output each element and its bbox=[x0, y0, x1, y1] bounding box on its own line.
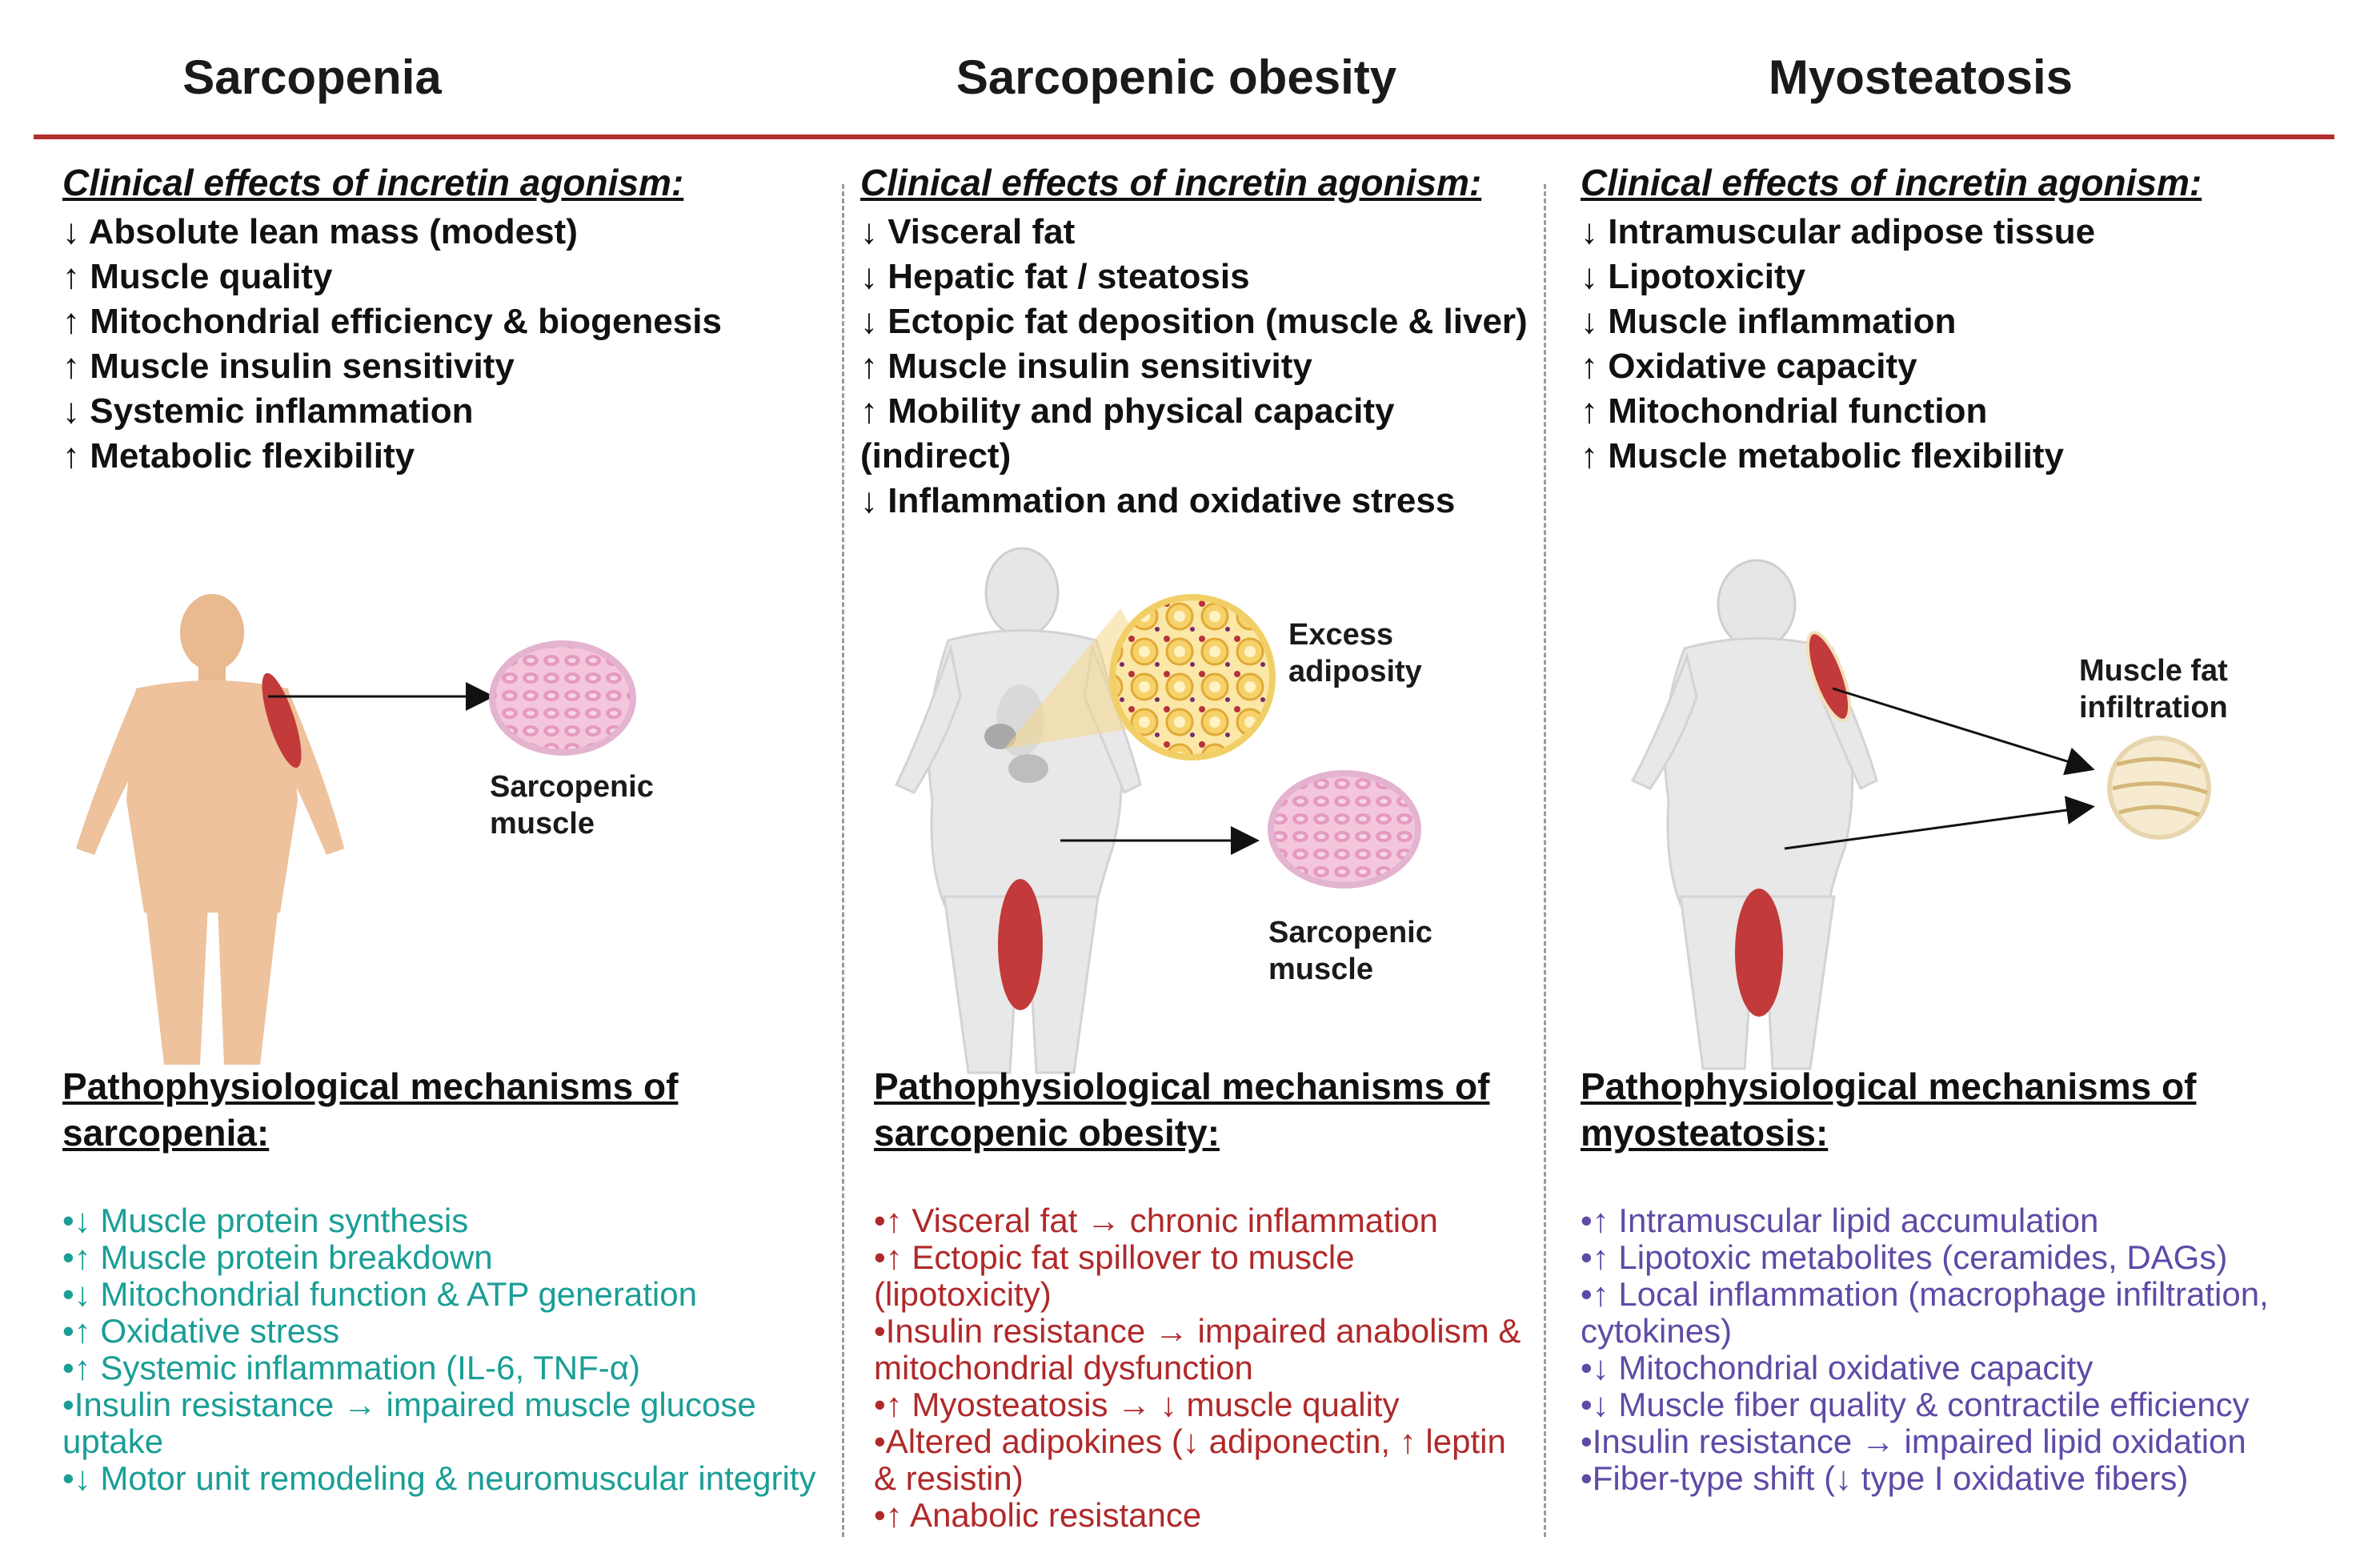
title-sarcopenia: Sarcopenia bbox=[182, 50, 442, 104]
effect-item: ↓ Lipotoxicity bbox=[1581, 257, 1806, 296]
effect-item: ↑ Mitochondrial efficiency & biogenesis bbox=[62, 302, 722, 341]
obese-female-body-figure bbox=[1630, 559, 1878, 1070]
sarcopenic-muscle-icon bbox=[489, 640, 636, 756]
effect-item: ↑ Muscle insulin sensitivity bbox=[62, 347, 515, 386]
effect-item: ↓ Systemic inflammation bbox=[62, 391, 474, 431]
sarcopenic-obesity-effects: Clinical effects of incretin agonism: ↓ … bbox=[860, 160, 1549, 524]
effect-item: ↑ Metabolic flexibility bbox=[62, 436, 415, 476]
mechanism-item: •Altered adipokines (↓ adiponectin, ↑ le… bbox=[874, 1423, 1506, 1497]
myosteatosis-mechanisms: Pathophysiological mechanisms of myostea… bbox=[1581, 1063, 2369, 1497]
effects-heading: Clinical effects of incretin agonism: bbox=[62, 162, 684, 203]
header-rule bbox=[34, 134, 2334, 139]
mechanism-item: •↓ Mitochondrial function & ATP generati… bbox=[62, 1275, 697, 1313]
mechanisms-heading: Pathophysiological mechanisms of myostea… bbox=[1581, 1065, 2197, 1154]
effect-item: ↑ Muscle metabolic flexibility bbox=[1581, 436, 2064, 476]
mechanisms-heading: Pathophysiological mechanisms of sarcope… bbox=[62, 1065, 679, 1154]
title-myosteatosis: Myosteatosis bbox=[1768, 50, 2073, 104]
mechanism-item: •↑ Oxidative stress bbox=[62, 1312, 340, 1350]
column-divider bbox=[842, 184, 844, 1537]
myosteatosis-effects: Clinical effects of incretin agonism: ↓ … bbox=[1581, 160, 2365, 479]
obese-body-figure bbox=[894, 547, 1142, 1074]
excess-adiposity-label: Excess adiposity bbox=[1288, 618, 1422, 688]
arrow-icon bbox=[1784, 796, 2095, 850]
mechanisms-heading: Pathophysiological mechanisms of sarcope… bbox=[874, 1065, 1490, 1154]
mechanism-item: •↑ Muscle protein breakdown bbox=[62, 1238, 493, 1276]
mechanism-item: •↑ Visceral fat → chronic inflammation bbox=[874, 1202, 1438, 1239]
fat-infiltrated-muscle-icon bbox=[2107, 736, 2211, 840]
sarcopenic-muscle-icon bbox=[1268, 770, 1421, 889]
mechanism-item: •Insulin resistance → impaired anabolism… bbox=[874, 1312, 1521, 1386]
effects-heading: Clinical effects of incretin agonism: bbox=[1581, 162, 2202, 203]
sarcopenic-muscle-label: Sarcopenic muscle bbox=[490, 770, 654, 841]
mechanism-item: •Fiber-type shift (↓ type I oxidative fi… bbox=[1581, 1459, 2189, 1497]
muscle-fat-infiltration-label: Muscle fat infiltration bbox=[2079, 654, 2228, 724]
lean-body-figure bbox=[76, 594, 344, 1065]
effect-item: ↑ Oxidative capacity bbox=[1581, 347, 1917, 386]
mechanism-item: •↑ Anabolic resistance bbox=[874, 1496, 1202, 1534]
mechanism-item: •↑ Ectopic fat spillover to muscle (lipo… bbox=[874, 1238, 1355, 1313]
effect-item: ↑ Mobility and physical capacity bbox=[860, 391, 1395, 431]
sarcopenia-effects: Clinical effects of incretin agonism: ↓ … bbox=[62, 160, 831, 479]
sarcopenic-muscle-label: Sarcopenic muscle bbox=[1268, 916, 1432, 986]
effect-item: ↓ Visceral fat bbox=[860, 212, 1076, 251]
effect-item: ↓ Absolute lean mass (modest) bbox=[62, 212, 578, 251]
effect-item: ↑ Muscle insulin sensitivity bbox=[860, 347, 1312, 386]
mechanism-item: •↑ Lipotoxic metabolites (ceramides, DAG… bbox=[1581, 1238, 2228, 1276]
mechanism-item: •↓ Muscle protein synthesis bbox=[62, 1202, 469, 1239]
mechanism-item: •↓ Mitochondrial oxidative capacity bbox=[1581, 1349, 2094, 1386]
effect-item: ↓ Muscle inflammation bbox=[1581, 302, 1957, 341]
effect-item: ↓ Inflammation and oxidative stress bbox=[860, 481, 1456, 520]
title-sarcopenic-obesity: Sarcopenic obesity bbox=[956, 50, 1397, 104]
mechanism-item: •↑ Local inflammation (macrophage infilt… bbox=[1581, 1275, 2269, 1350]
mechanism-item: •↓ Muscle fiber quality & contractile ef… bbox=[1581, 1386, 2250, 1423]
excess-adiposity-icon bbox=[1109, 594, 1276, 760]
mechanism-item: •↑ Intramuscular lipid accumulation bbox=[1581, 1202, 2099, 1239]
arrow-icon bbox=[1832, 687, 2095, 776]
column-divider bbox=[1544, 184, 1546, 1537]
effect-item: ↑ Mitochondrial function bbox=[1581, 391, 1988, 431]
effect-item: ↑ Muscle quality bbox=[62, 257, 333, 296]
effect-item: ↓ Ectopic fat deposition (muscle & liver… bbox=[860, 302, 1528, 341]
mechanism-item: •Insulin resistance → impaired muscle gl… bbox=[62, 1386, 756, 1460]
mechanism-item: •Insulin resistance → impaired lipid oxi… bbox=[1581, 1423, 2246, 1460]
effect-item: (indirect) bbox=[860, 436, 1012, 476]
effects-heading: Clinical effects of incretin agonism: bbox=[860, 162, 1482, 203]
sarcopenic-obesity-mechanisms: Pathophysiological mechanisms of sarcope… bbox=[874, 1063, 1530, 1534]
mechanism-item: •↑ Systemic inflammation (IL-6, TNF-α) bbox=[62, 1349, 640, 1386]
mechanism-item: •↓ Motor unit remodeling & neuromuscular… bbox=[62, 1459, 816, 1497]
effect-item: ↓ Intramuscular adipose tissue bbox=[1581, 212, 2096, 251]
effect-item: ↓ Hepatic fat / steatosis bbox=[860, 257, 1250, 296]
mechanism-item: •↑ Myosteatosis → ↓ muscle quality bbox=[874, 1386, 1400, 1423]
sarcopenia-mechanisms: Pathophysiological mechanisms of sarcope… bbox=[62, 1063, 831, 1497]
